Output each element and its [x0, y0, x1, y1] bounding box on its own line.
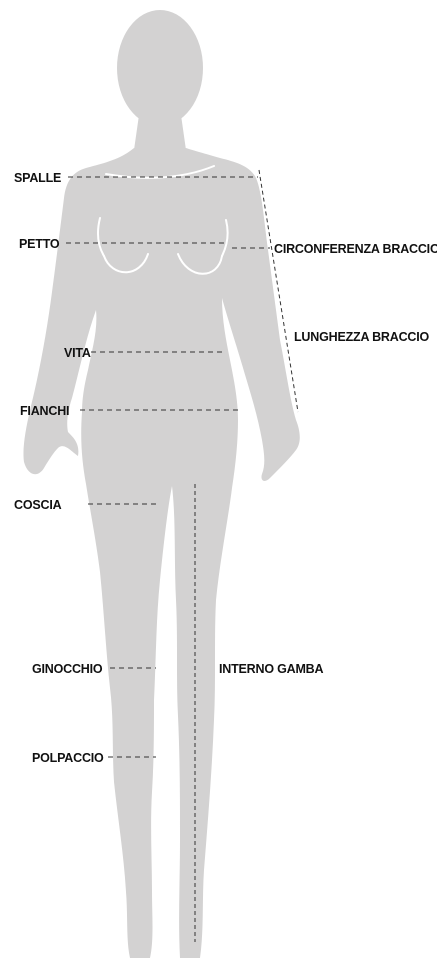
label-coscia: COSCIA [14, 498, 62, 512]
label-circonferenza-braccio: CIRCONFERENZA BRACCIO [274, 242, 437, 256]
label-lunghezza-braccio: LUNGHEZZA BRACCIO [294, 330, 429, 344]
label-fianchi: FIANCHI [20, 404, 69, 418]
neck-shape [134, 108, 186, 150]
label-ginocchio: GINOCCHIO [32, 662, 103, 676]
label-interno-gamba: INTERNO GAMBA [219, 662, 324, 676]
body-silhouette [23, 10, 299, 958]
label-petto: PETTO [19, 237, 60, 251]
label-polpaccio: POLPACCIO [32, 751, 104, 765]
label-vita: VITA [64, 346, 91, 360]
label-spalle: SPALLE [14, 171, 61, 185]
torso-arms-shape [23, 148, 299, 958]
